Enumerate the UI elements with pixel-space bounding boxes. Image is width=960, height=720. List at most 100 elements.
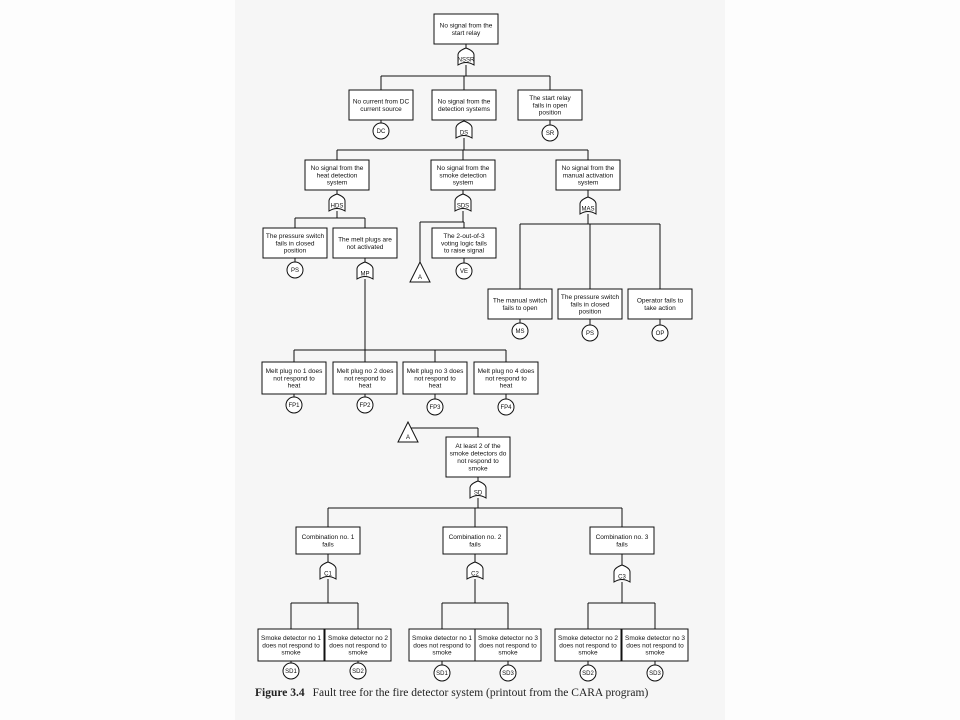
basic-event-icon [497,398,515,416]
gate-label: HDS [331,204,344,210]
event-text: Smoke detector no 1 [412,635,472,642]
event-text: not respond to [344,375,386,382]
event-text: not respond to [414,375,456,382]
basic-event-label: PS [586,331,594,337]
event-text: does not respond to [559,642,617,649]
event-box [555,159,621,191]
event-text: No signal from the [440,23,493,30]
basic-event-label: SR [546,131,555,137]
basic-event-label: DC [377,129,386,135]
event-box [431,227,497,259]
gate-label: MAS [581,207,594,213]
gate-label: C1 [324,572,332,578]
event-text: smoke detectors do [450,451,507,458]
event-text: Smoke detector no 3 [478,635,538,642]
transfer-triangle-icon [409,260,431,283]
basic-event-label: MS [516,329,525,335]
event-text: The 2-out-of-3 [443,233,485,240]
event-text: voting logic fails [441,240,488,247]
event-text: smoke detection [439,172,487,179]
event-text: No signal from the [311,165,364,172]
or-gate-icon [579,196,597,215]
event-text: fails [616,542,628,549]
event-text: does not respond to [626,642,684,649]
event-text: The pressure switch [266,233,325,240]
gate-label: SD [474,491,483,497]
event-box [627,288,693,320]
basic-event-label: SD3 [502,671,514,677]
event-text: fails in closed [570,301,609,308]
or-gate-icon [613,564,631,583]
event-text: heat [359,383,372,390]
event-text: fails in open [533,102,568,109]
transfer-triangle-icon [397,420,419,443]
event-text: Operator fails to [637,298,684,305]
event-box [332,361,398,395]
event-box [589,526,655,555]
event-text: does not respond to [329,642,387,649]
event-text: heat detection [317,172,358,179]
event-text: Smoke detector no 3 [625,635,685,642]
event-text: start relay [452,30,481,37]
event-text: not respond to [457,458,499,465]
event-text: heat [288,383,301,390]
event-text: fails [322,542,334,549]
gate-label: MP [361,272,370,278]
event-text: smoke [645,650,665,657]
event-text: Melt plug no 2 does [337,368,394,375]
event-box [474,628,542,662]
basic-event-label: FP4 [500,405,512,411]
event-box [295,526,361,555]
or-gate-icon [356,261,374,280]
basic-event-icon [372,122,390,140]
event-text: No signal from the [562,165,615,172]
or-gate-icon [455,120,473,139]
basic-event-label: FP2 [359,403,371,409]
event-text: not activated [347,244,384,251]
or-gate-icon [319,561,337,580]
event-text: Smoke detector no 2 [328,635,388,642]
event-text: fails to open [502,305,537,312]
gate-label: C2 [471,572,479,578]
transfer-in-a: A [397,420,419,443]
event-text: position [579,309,602,316]
event-box [557,288,623,320]
event-box [262,227,328,259]
event-box [430,159,496,191]
event-text: system [578,180,599,187]
event-box [431,89,497,121]
event-box [554,628,622,662]
event-text: Combination no. 1 [302,534,355,541]
basic-event-icon [579,664,597,682]
basic-event-label: SD2 [582,671,594,677]
event-text: Melt plug no 3 does [407,368,464,375]
or-gate-icon [466,561,484,580]
basic-event-label: SD2 [352,669,364,675]
basic-event-icon [282,662,300,680]
basic-event-label: FP3 [429,405,441,411]
event-text: smoke [432,650,452,657]
event-text: does not respond to [479,642,537,649]
event-box [517,89,583,121]
event-box [324,628,392,662]
event-text: No current from DC [353,99,410,106]
gate-label: DS [460,131,468,137]
figure-number: Figure 3.4 [255,687,305,699]
basic-event-icon [511,322,529,340]
event-box [621,628,689,662]
event-text: At least 2 of the [455,443,501,450]
basic-event-icon [499,664,517,682]
